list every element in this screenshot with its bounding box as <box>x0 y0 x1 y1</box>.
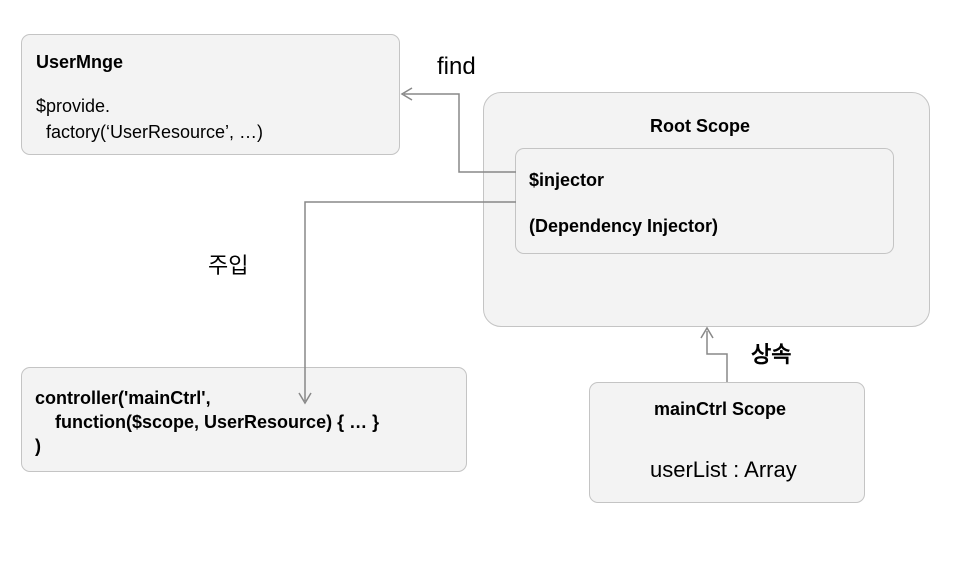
inherit-arrowhead <box>700 326 714 339</box>
controller-line2: function($scope, UserResource) { … } <box>35 412 380 432</box>
find-arrow <box>404 93 516 173</box>
find-label: find <box>437 53 476 80</box>
root-scope-title: Root Scope <box>650 116 751 136</box>
usermnge-line2: factory(‘UserResource’, …) <box>36 122 264 142</box>
controller-box: controller('mainCtrl', function($scope, … <box>21 367 467 472</box>
inject-arrowhead <box>298 392 312 405</box>
mainctrl-scope-box: mainCtrl Scope userList : Array <box>589 382 865 503</box>
controller-line1: controller('mainCtrl', <box>35 388 211 408</box>
injector-title: $injector <box>529 170 605 190</box>
inject-arrow <box>304 201 516 401</box>
mainctrl-scope-title: mainCtrl Scope <box>654 399 787 419</box>
find-arrowhead <box>400 87 413 101</box>
usermnge-title: UserMnge <box>36 52 124 72</box>
injector-box: $injector (Dependency Injector) <box>515 148 894 254</box>
mainctrl-scope-field: userList : Array <box>650 457 797 482</box>
inherit-label: 상속 <box>751 342 792 367</box>
injector-subtitle: (Dependency Injector) <box>529 216 719 236</box>
inject-label: 주입 <box>208 253 249 278</box>
usermnge-line1: $provide. <box>36 96 111 116</box>
usermnge-box: UserMnge $provide. factory(‘UserResource… <box>21 34 400 155</box>
controller-line3: ) <box>35 436 41 456</box>
inherit-arrow <box>706 331 728 382</box>
